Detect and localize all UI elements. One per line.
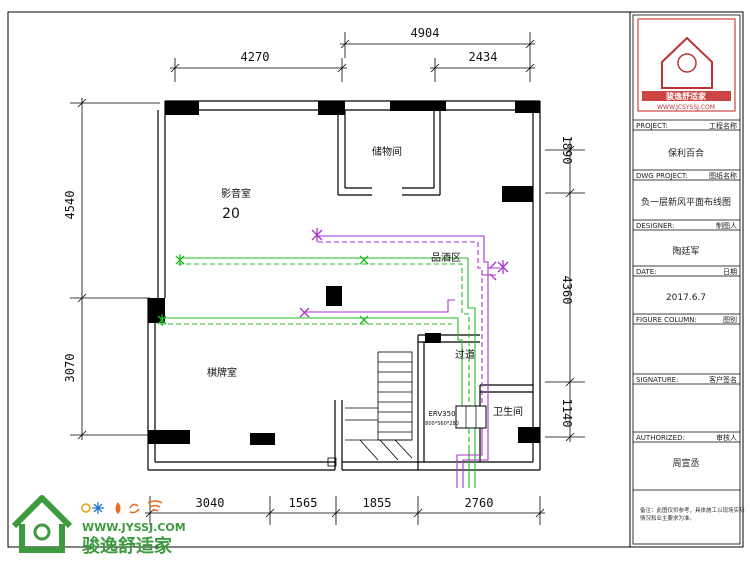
- dim-bottom-4: 2760: [465, 496, 494, 510]
- title-block: [632, 14, 741, 545]
- dim-left-lower: 3070: [63, 354, 77, 383]
- date-label-cn: 日期: [723, 268, 737, 276]
- wall-columns: [148, 101, 540, 445]
- supply-ducts: [160, 257, 476, 488]
- authorized-label-cn: 审核人: [716, 433, 737, 442]
- room-label-chess: 棋牌室: [207, 366, 237, 379]
- dim-right-3: 1140: [560, 399, 574, 428]
- drawing-frame: [7, 11, 744, 548]
- dwg-label-cn: 图纸名称: [709, 171, 737, 180]
- erv-spec-label: 800*560*280: [425, 421, 459, 427]
- staircase: [327, 351, 413, 467]
- room-label-corridor: 过道: [455, 348, 475, 361]
- project-label: PROJECT:: [636, 122, 668, 130]
- erv-unit: [455, 405, 487, 429]
- watermark-url: WWW.JYSSJ.COM: [82, 521, 186, 534]
- dim-top-left: 4270: [241, 50, 270, 64]
- dim-left-upper: 4540: [63, 191, 77, 220]
- room-label-storage: 储物间: [372, 145, 402, 158]
- date-value: 2017.6.7: [666, 293, 706, 303]
- company-logo: [637, 18, 736, 112]
- note-line-2: 情况和业主要求为准。: [640, 514, 695, 522]
- dim-bottom-2: 1565: [289, 496, 318, 510]
- room-label-leisure: 品酒区: [431, 252, 461, 264]
- designer-label: DESIGNER:: [636, 222, 674, 230]
- date-label: DATE:: [636, 268, 657, 276]
- figure-label-cn: 图别: [723, 315, 737, 324]
- dim-bottom-3: 1855: [363, 496, 392, 510]
- watermark-climate-icons: [81, 500, 163, 514]
- designer-label-cn: 制图人: [716, 221, 737, 230]
- watermark-logo: [11, 495, 73, 553]
- theater-number: 20: [222, 206, 240, 222]
- dim-bottom-1: 3040: [196, 496, 225, 510]
- exhaust-ducts: [305, 235, 500, 488]
- signature-label-cn: 客户签名: [709, 375, 737, 384]
- walls: [147, 100, 541, 471]
- note-line-1: 备注：此图仅供参考，具体施工以现场实际: [640, 506, 745, 514]
- logo-url-text: WWW.JCSYSSJ.COM: [657, 104, 715, 111]
- project-value: 保利百合: [668, 147, 704, 159]
- authorized-label: AUTHORIZED:: [636, 434, 685, 442]
- dim-top-right: 2434: [469, 50, 498, 64]
- logo-brand-text: 骏逸舒适家: [666, 91, 707, 101]
- project-label-cn: 工程名称: [709, 121, 737, 130]
- figure-label: FIGURE COLUMN:: [636, 316, 697, 324]
- dwg-label: DWG PROJECT:: [636, 172, 688, 180]
- signature-label: SIGNATURE:: [636, 376, 678, 384]
- dim-right-1: 1890: [560, 136, 574, 165]
- exhaust-vents: [299, 228, 509, 318]
- designer-value: 陶廷军: [672, 245, 699, 257]
- supply-vents: [157, 254, 369, 326]
- dimension-lines: [70, 32, 585, 525]
- dim-top-overall: 4904: [411, 26, 440, 40]
- dim-right-2: 4360: [560, 276, 574, 305]
- room-label-bath: 卫生间: [493, 405, 523, 418]
- dwg-value: 负一层新风平面布线图: [641, 196, 731, 208]
- authorized-value: 周宣丞: [672, 457, 699, 469]
- room-label-theater: 影音室: [221, 187, 251, 200]
- erv-model-label: ERV350: [428, 410, 455, 418]
- watermark-brand: 骏逸舒适家: [82, 535, 173, 557]
